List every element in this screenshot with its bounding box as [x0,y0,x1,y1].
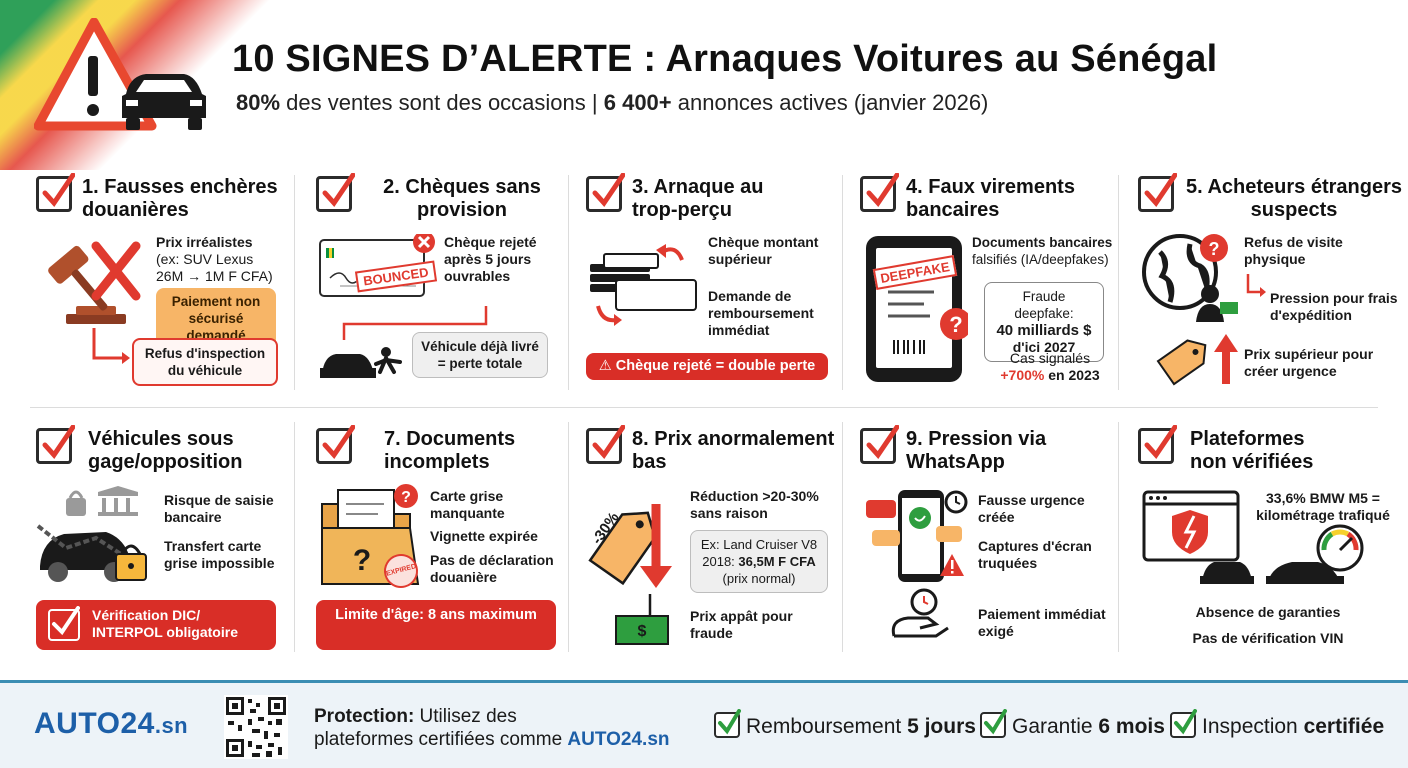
page-title: 10 SIGNES D’ALERTE : Arnaques Voitures a… [232,38,1218,80]
svg-text:?: ? [401,489,411,506]
folder-icon: ? ? [321,484,420,585]
warranty-badge: Garantie 6 mois [980,709,1165,739]
no-customs-declaration-text: Pas de déclaration douanière [430,552,554,585]
warning-icon: ⚠ [598,358,616,374]
card-bad-cheques: 2. Chèques sans provision BOUNCED Chèque… [316,173,586,401]
inspection-refusal-badge: Refus d'inspection du véhicule [132,338,278,386]
checkbox-icon [36,425,75,464]
gavel-icon [48,241,141,324]
row-divider [30,407,1378,408]
age-limit-banner: Limite d'âge: 8 ans maximum [316,600,556,650]
card-title: 2. Chèques sans provision [383,176,541,221]
check-icon [714,709,741,738]
no-guarantee-text: Absence de garanties [1195,604,1341,620]
total-loss-badge: Véhicule déjà livré = perte totale [412,332,548,378]
double-loss-banner: ⚠ Chèque rejeté = double perte [586,353,828,380]
card-title: 4. Faux virements bancaires [906,176,1075,221]
price-tag-icon: $ [588,504,672,645]
warning-car-icon [34,18,206,131]
browser-shield-icon [1142,490,1364,584]
svg-text:?: ? [1209,239,1220,259]
car-handover-icon [320,306,488,378]
checkbox-icon [586,173,625,212]
checkbox-icon [860,173,899,212]
registration-transfer-text: Transfert carte grise impossible [164,538,275,571]
refund-request-text: Demande de remboursement immédiat [708,288,814,338]
auto24-logo[interactable]: AUTO24.sn [34,707,189,740]
checkbox-icon [586,425,625,464]
seizure-risk-text: Risque de saisie bancaire [164,492,274,525]
bait-price-text: Prix appât pour fraude [690,608,793,641]
missing-registration-text: Carte grise manquante [430,488,505,521]
card-fake-customs-auctions: 1. Fausses enchères douanières Prix irré… [36,173,306,401]
card-title: Véhicules sous gage/opposition [88,428,243,473]
reported-cases-text: Cas signalés+700% en 2023 [1000,350,1100,383]
card-unverified-platforms: Plateformes non vérifiées 33,6% BMW M5 =… [1138,425,1408,658]
card-incomplete-documents: 7. Documents incomplets ? ? EXPIRED Cart… [316,425,586,658]
card-overpayment-scam: 3. Arnaque au trop-perçu Chèque montant … [586,173,856,401]
card-title: 3. Arnaque au trop-perçu [632,176,764,221]
no-vin-check-text: Pas de vérification VIN [1192,630,1344,646]
whatsapp-phone-icon [866,490,968,638]
card-whatsapp-pressure: 9. Pression via WhatsApp Fausse urgence … [860,425,1130,658]
bmw-mileage-text: 33,6% BMW M5 = kilométrage trafiqué [1256,490,1390,523]
fake-urgency-text: Fausse urgence créée [978,492,1085,525]
checkbox-icon [316,425,355,464]
checkbox-icon [1138,173,1177,212]
price-up-icon [1156,334,1238,386]
card-title: 8. Prix anormalement bas [632,428,835,473]
refund-badge: Remboursement 5 jours [714,709,976,739]
check-icon [1170,709,1197,738]
svg-text:?: ? [949,312,962,337]
checkbox-icon [860,425,899,464]
fake-screenshots-text: Captures d'écran truquées [978,538,1092,571]
check-icon [48,606,80,641]
higher-amount-text: Chèque montant supérieur [708,234,819,267]
discount-text: Réduction >20-30% sans raison [690,488,819,521]
checkbox-icon [1138,425,1177,464]
card-title: 5. Acheteurs étrangers suspects [1185,176,1402,221]
globe-icon: ? [1142,234,1238,322]
dic-interpol-banner: Vérification DIC/ INTERPOL obligatoire [36,600,276,650]
arrow-icon [92,328,130,364]
immediate-payment-text: Paiement immédiat exigé [978,606,1106,639]
svg-text:$: $ [638,623,647,640]
card-pledged-vehicles: Véhicules sous gage/opposition Risque de… [36,425,306,658]
card-abnormally-low-price: 8. Prix anormalement bas $ -30% Réductio… [586,425,856,658]
svg-text:?: ? [353,544,371,577]
expired-vignette-text: Vignette expirée [430,528,538,544]
check-icon [980,709,1007,738]
inspection-badge: Inspection certifiée [1170,709,1384,739]
rejected-cheque-text: Chèque rejeté après 5 jours ouvrables [444,234,537,284]
checkbox-icon [316,173,355,212]
checkbox-icon [36,173,75,212]
shipping-pressure-text: Pression pour frais d'expédition [1270,290,1398,323]
card-title: 7. Documents incomplets [384,428,516,473]
card-title: 9. Pression via WhatsApp [906,428,1047,473]
qr-code-icon[interactable] [224,695,288,759]
card-title: Plateformes non vérifiées [1190,428,1314,473]
urgency-price-text: Prix supérieur pour créer urgence [1244,346,1374,379]
card-title: 1. Fausses enchères douanières [82,176,278,221]
chained-car-icon [36,486,147,582]
deepfake-fraud-box: Fraude deepfake:40 milliards $d'ici 2027 [984,282,1104,362]
cash-stack-icon [590,244,697,326]
page-subtitle: 80% des ventes sont des occasions | 6 40… [236,90,989,115]
card-suspect-foreign-buyers: 5. Acheteurs étrangers suspects ? Refus … [1138,173,1408,401]
auto24-link[interactable]: AUTO24.sn [567,729,670,750]
arrow-icon [1246,274,1266,297]
card-fake-transfers: 4. Faux virements bancaires ? DEEPFAKE D… [860,173,1130,401]
no-visit-text: Refus de visite physique [1244,234,1343,267]
